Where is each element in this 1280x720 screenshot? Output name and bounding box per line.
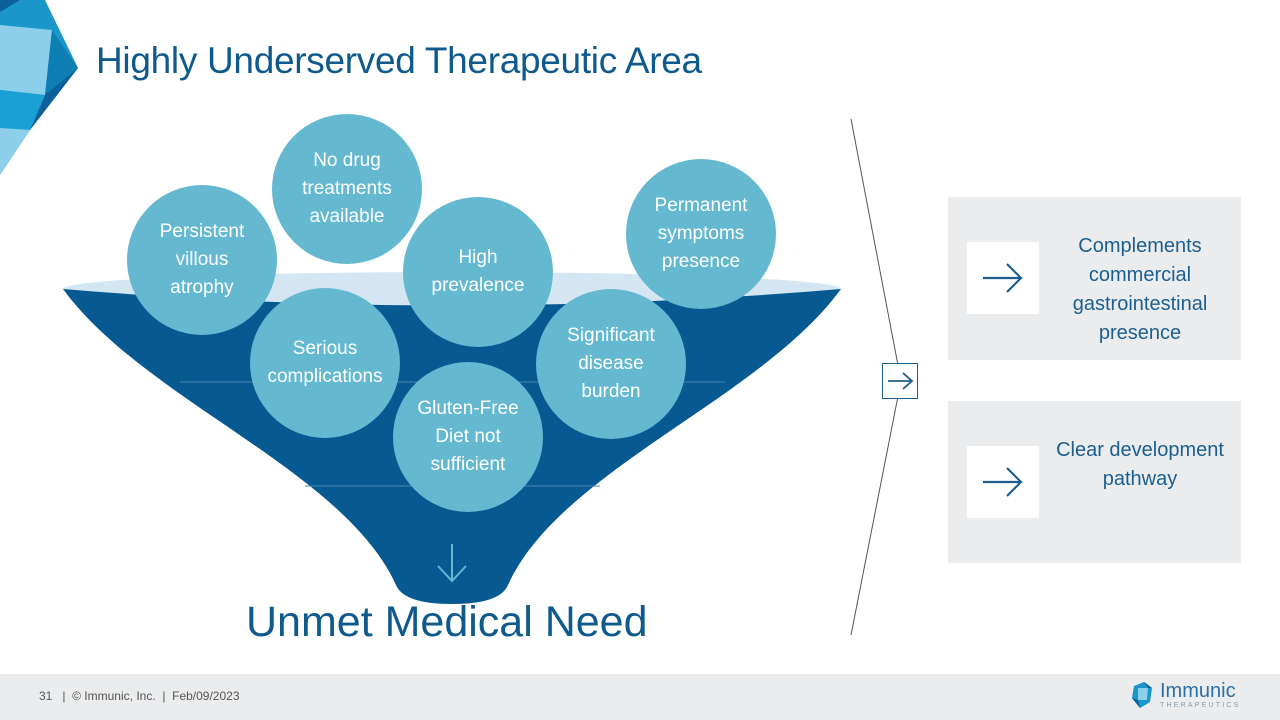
arrow-right-icon [983, 467, 1023, 497]
bubble-serious-complications: Serious complications [250, 288, 400, 438]
logo-name: Immunic [1160, 679, 1236, 702]
bubble-villous-atrophy: Persistent villous atrophy [127, 185, 277, 335]
benefit-icon-box [967, 242, 1039, 314]
bubble-disease-burden: Significant disease burden [536, 289, 686, 439]
footer-text: 31 | © Immunic, Inc. | Feb/09/2023 [39, 689, 240, 703]
arrow-right-icon [983, 263, 1023, 293]
bubble-high-prevalence: High prevalence [403, 197, 553, 347]
logo-subtitle: THERAPEUTICS [1160, 701, 1241, 709]
arrow-down-icon [437, 544, 467, 583]
benefit-label: Clear development pathway [1056, 439, 1224, 490]
slide-title: Highly Underserved Therapeutic Area [96, 40, 702, 81]
benefit-label: Complements commercial gastrointestinal … [1072, 235, 1208, 344]
benefit-card-development: Clear development pathway [948, 401, 1241, 563]
bubble-no-drug-treatments: No drug treatments available [272, 114, 422, 264]
arrow-right-icon [888, 372, 914, 390]
footer-bar: 31 | © Immunic, Inc. | Feb/09/2023 [0, 674, 1280, 720]
company-logo: Immunic THERAPEUTICS [1130, 680, 1240, 710]
bubble-gluten-free-diet: Gluten-Free Diet not sufficient [393, 362, 543, 512]
benefit-card-commercial: Complements commercial gastrointestinal … [948, 197, 1241, 360]
benefit-icon-box [967, 446, 1039, 518]
funnel-outcome-label: Unmet Medical Need [246, 598, 648, 646]
immunic-logo-icon [1132, 682, 1152, 708]
transition-arrow-box [882, 363, 918, 399]
bubble-permanent-symptoms: Permanent symptoms presence [626, 159, 776, 309]
corner-decoration [0, 0, 78, 175]
